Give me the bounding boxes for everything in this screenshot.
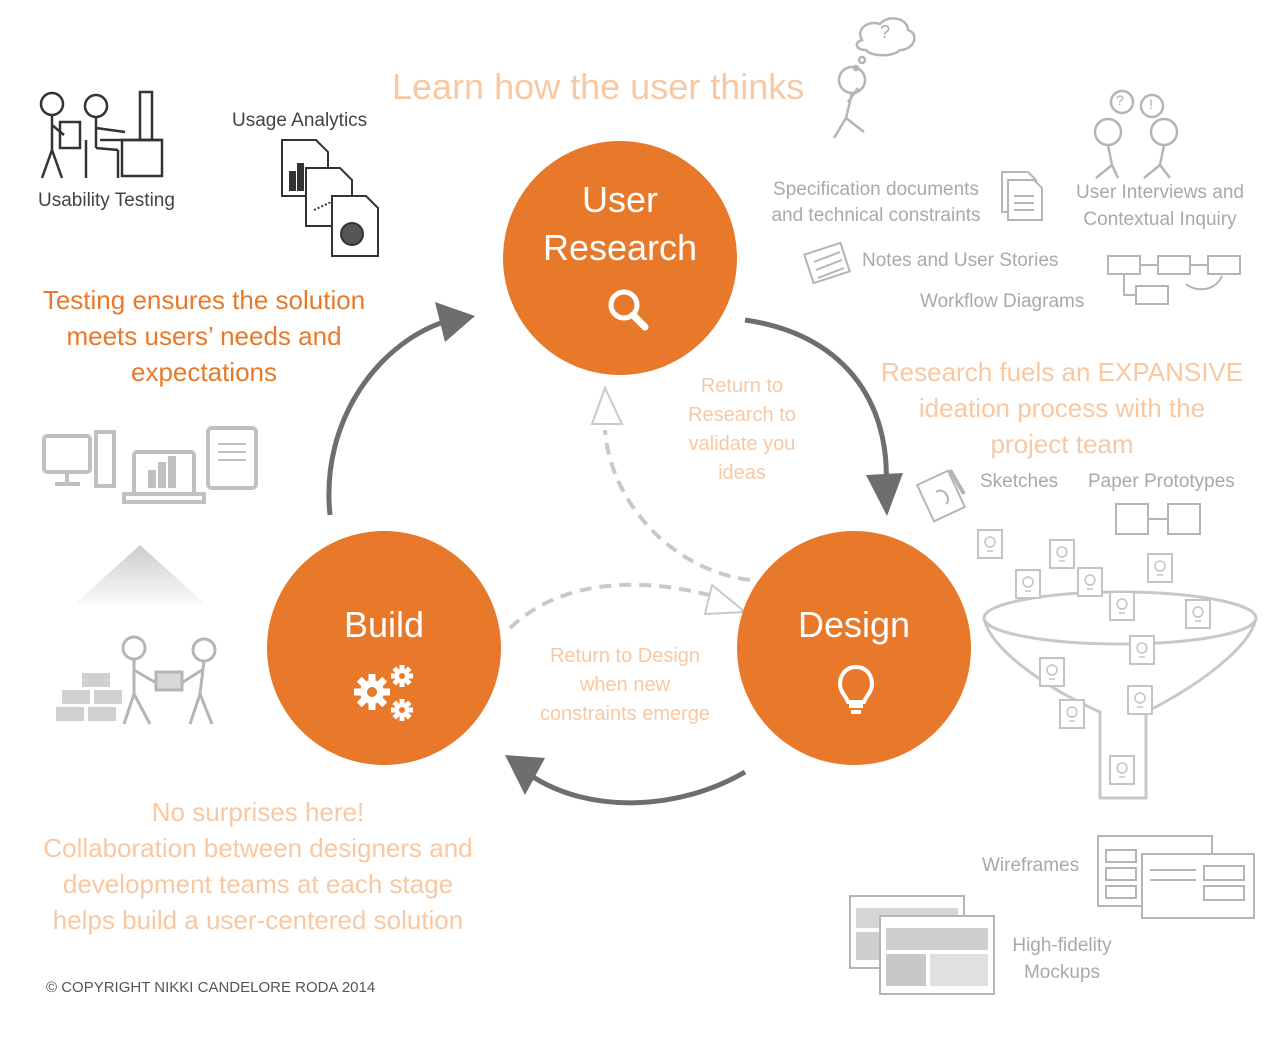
spec-docs-line-1: Specification documents [773, 179, 979, 200]
interviews-line-1: User Interviews and [1076, 182, 1244, 203]
user-research-circle [503, 141, 737, 375]
thought-bubble-question: ? [880, 22, 891, 42]
return-research-line-1: Return to [700, 375, 784, 397]
idea-card [1049, 539, 1075, 569]
return-research-line-2: Research to [688, 404, 796, 426]
speech-bubble-question: ? [1116, 92, 1124, 108]
user-research-label-line2: Research [542, 227, 698, 268]
workflow-diagram-illustration [1107, 255, 1241, 305]
mockups-line-2: Mockups [1023, 962, 1101, 983]
expansive-line-3: project team [990, 429, 1134, 459]
notes-label: Notes and User Stories [862, 250, 1059, 271]
collaboration-line-4: helps build a user-centered solution [52, 905, 464, 935]
paper-prototypes-label: Paper Prototypes [1088, 471, 1235, 492]
idea-card [1039, 657, 1065, 687]
documents-icon [1001, 171, 1043, 221]
return-design-line-3: constraints emerge [539, 703, 711, 725]
return-research-line-3: validate you [688, 433, 796, 455]
build-up-arrow [68, 545, 212, 610]
notes-icon [803, 241, 851, 285]
collaboration-statement: No surprises here! Collaboration between… [8, 794, 508, 938]
expansive-line-2: ideation process with the [918, 393, 1206, 423]
sketches-icon [915, 468, 967, 523]
build-label: Build [343, 604, 425, 645]
usability-testing-label: Usability Testing [38, 190, 175, 211]
spec-docs-label: Specification documents and technical co… [756, 177, 996, 229]
interviews-label: User Interviews and Contextual Inquiry [1060, 179, 1260, 233]
idea-card [977, 529, 1003, 559]
testing-line-3: expectations [131, 357, 277, 387]
dashed-arrowhead-design [703, 583, 748, 616]
arrowhead-research-to-design [866, 473, 903, 516]
usage-analytics-illustration [281, 139, 379, 257]
sketches-label: Sketches [980, 471, 1059, 492]
user-research-label: User Research [520, 176, 720, 272]
testing-line-2: meets users’ needs and [66, 321, 342, 351]
arrow-build-to-research [326, 317, 451, 516]
arrowhead-design-to-build [505, 755, 545, 795]
idea-card [1127, 685, 1153, 715]
devices-illustration [42, 426, 258, 504]
wireframes-label: Wireframes [982, 855, 1080, 876]
design-label: Design [797, 604, 911, 645]
return-to-research-text: Return to Research to validate you ideas [662, 372, 822, 488]
interview-illustration [1093, 89, 1179, 179]
interviews-line-2: Contextual Inquiry [1083, 209, 1237, 230]
idea-cards [977, 529, 1211, 785]
design-circle [737, 531, 971, 765]
collaboration-line-1: No surprises here! [151, 797, 365, 827]
idea-card [1015, 569, 1041, 599]
idea-card [1109, 591, 1135, 621]
mockups-label: High-fidelity Mockups [996, 932, 1128, 986]
idea-card [1059, 699, 1085, 729]
return-research-line-4: ideas [718, 462, 766, 484]
arrowhead-build-to-research [435, 302, 475, 342]
usage-analytics-label: Usage Analytics [232, 110, 368, 131]
return-design-line-1: Return to Design [549, 645, 701, 667]
arrow-design-to-build [528, 769, 747, 806]
collaboration-line-3: development teams at each stage [62, 869, 454, 899]
copyright-notice: © COPYRIGHT NIKKI CANDELORE RODA 2014 [46, 979, 376, 996]
builders-illustration [56, 635, 217, 725]
mockups-line-1: High-fidelity [1012, 935, 1112, 956]
paper-prototypes-illustration [1115, 503, 1201, 535]
lightbulb-icon [837, 664, 875, 714]
usability-testing-illustration [39, 90, 164, 179]
idea-card [1077, 567, 1103, 597]
testing-statement: Testing ensures the solution meets users… [14, 282, 394, 390]
dashed-arrow-design-to-research [603, 429, 751, 582]
arrow-research-to-design [744, 317, 889, 501]
idea-card [1129, 635, 1155, 665]
idea-card [1185, 599, 1211, 629]
user-research-label-line1: User [581, 179, 658, 220]
return-design-line-2: when new [579, 674, 671, 696]
gears-icon [354, 665, 413, 721]
idea-card [1147, 553, 1173, 583]
spec-docs-line-2: and technical constraints [771, 205, 981, 226]
learn-headline: Learn how the user thinks [392, 66, 805, 107]
thinking-person-illustration [832, 17, 916, 139]
expansive-line-1: Research fuels an EXPANSIVE [880, 357, 1244, 387]
return-to-design-text: Return to Design when new constraints em… [505, 642, 745, 729]
mockups-illustration [849, 895, 995, 995]
expansive-statement: Research fuels an EXPANSIVE ideation pro… [872, 354, 1252, 462]
magnifier-icon [608, 289, 649, 331]
idea-card [1109, 755, 1135, 785]
dashed-arrow-build-to-design [508, 582, 721, 630]
collaboration-line-2: Collaboration between designers and [43, 833, 473, 863]
wireframes-illustration [1097, 835, 1255, 919]
testing-line-1: Testing ensures the solution [42, 285, 366, 315]
dashed-arrowhead-research [590, 385, 624, 425]
speech-bubble-exclaim: ! [1149, 96, 1153, 112]
workflow-label: Workflow Diagrams [920, 291, 1085, 312]
build-circle [267, 531, 501, 765]
